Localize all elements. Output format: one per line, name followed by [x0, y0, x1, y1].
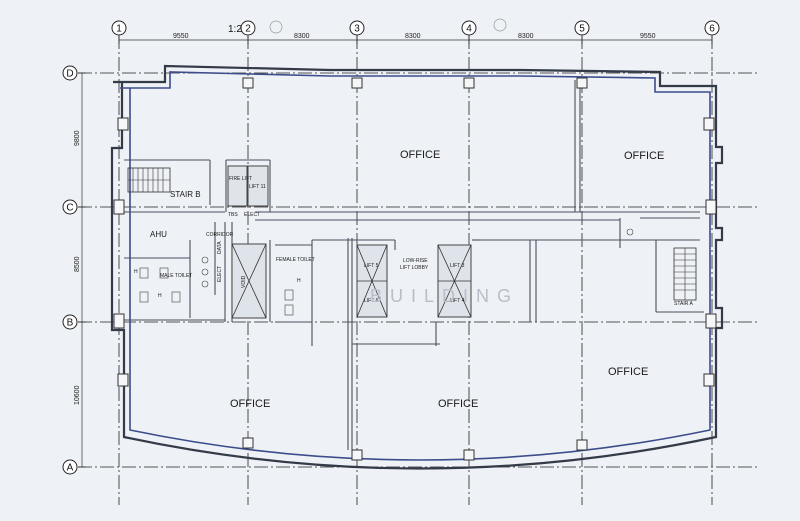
- header-mark-right: [493, 18, 507, 32]
- void-shaft: [231, 243, 267, 319]
- room-office-top-right: OFFICE: [624, 150, 664, 162]
- grid-label-col-1: 1: [116, 24, 122, 35]
- building-envelope: [110, 64, 724, 470]
- grid-bubble-col-3: [349, 20, 365, 36]
- room-lobby-line-2: LIFT LOBBY: [400, 265, 429, 271]
- row-dim-1: 9800: [74, 130, 81, 146]
- column-dim-3: 8300: [405, 33, 421, 40]
- column-dim-2: 8300: [294, 33, 310, 40]
- room-lift-3: LIFT 3: [450, 263, 465, 269]
- fire-lift-shaft: [227, 165, 248, 207]
- room-ahu: AHU: [150, 230, 167, 239]
- watermark: BUILDING: [370, 286, 519, 306]
- room-h-mid: H: [158, 293, 162, 299]
- grid-bubble-col-6: [704, 20, 720, 36]
- lift-3-4-shafts: [437, 244, 472, 318]
- room-stair-b: STAIR B: [170, 190, 201, 199]
- room-office-bottom-left: OFFICE: [230, 398, 270, 410]
- grid-bubble-col-2: [240, 20, 256, 36]
- grid-label-col-2: 2: [245, 24, 251, 35]
- room-office-top-center: OFFICE: [400, 149, 440, 161]
- grid-label-col-6: 6: [709, 24, 715, 35]
- grid-label-col-4: 4: [466, 24, 472, 35]
- room-elect-1: ELECT: [244, 212, 260, 218]
- room-male-toilet: MALE TOILET: [160, 273, 192, 279]
- grid-bubble-row-d: [62, 65, 78, 81]
- grid-label-row-b: B: [67, 318, 74, 329]
- grid-label-row-a: A: [67, 463, 74, 474]
- room-stair-a: STAIR A: [674, 301, 693, 307]
- grid-bubble-row-a: [62, 459, 78, 475]
- grid-bubble-row-b: [62, 314, 78, 330]
- room-tbs: TBS: [228, 212, 238, 218]
- room-office-bottom-right: OFFICE: [608, 366, 648, 378]
- column-dim-4: 8300: [518, 33, 534, 40]
- room-void: VOID: [241, 275, 247, 288]
- room-lift-5: LIFT 5: [364, 263, 379, 269]
- toilet-fixtures: [139, 228, 634, 316]
- room-corridor: CORRIDOR: [206, 232, 234, 238]
- grid-label-row-c: C: [66, 203, 73, 214]
- room-lobby-line-1: LOW-RISE: [403, 258, 428, 264]
- row-dim-3: 10600: [74, 385, 81, 405]
- grid-label-row-d: D: [66, 69, 73, 80]
- grid-bubble-col-1: [111, 20, 127, 36]
- room-lift-11: LIFT 11: [249, 184, 266, 190]
- room-fire-lift: FIRE LIFT: [229, 176, 252, 182]
- column-dim-1: 9550: [173, 33, 189, 40]
- row-dim-2: 8500: [74, 256, 81, 272]
- header-mark-left: [269, 20, 283, 34]
- grid-bubble-col-4: [461, 20, 477, 36]
- lift-11-shaft: [247, 165, 269, 207]
- grid-label-col-5: 5: [579, 24, 585, 35]
- column-dim-5: 9550: [640, 33, 656, 40]
- room-office-bottom-center: OFFICE: [438, 398, 478, 410]
- room-data: DATA: [217, 241, 223, 254]
- room-h-left: H: [134, 269, 138, 275]
- stair-a-treads: [673, 247, 697, 301]
- structural-columns: [113, 77, 717, 461]
- lift-5-6-shafts: [356, 244, 388, 318]
- grid-bubble-row-c: [62, 199, 78, 215]
- grid-label-col-3: 3: [354, 24, 360, 35]
- vertical-grid-axes: [118, 35, 713, 505]
- stair-b-treads: [127, 167, 171, 193]
- room-h-right: H: [297, 278, 301, 284]
- room-female-toilet: FEMALE TOILET: [276, 257, 315, 263]
- room-lift-4: LIFT 4: [450, 298, 465, 304]
- room-lift-6: LIFT 6: [364, 298, 379, 304]
- grid-bubble-col-5: [574, 20, 590, 36]
- room-elect-2: ELECT: [217, 266, 223, 282]
